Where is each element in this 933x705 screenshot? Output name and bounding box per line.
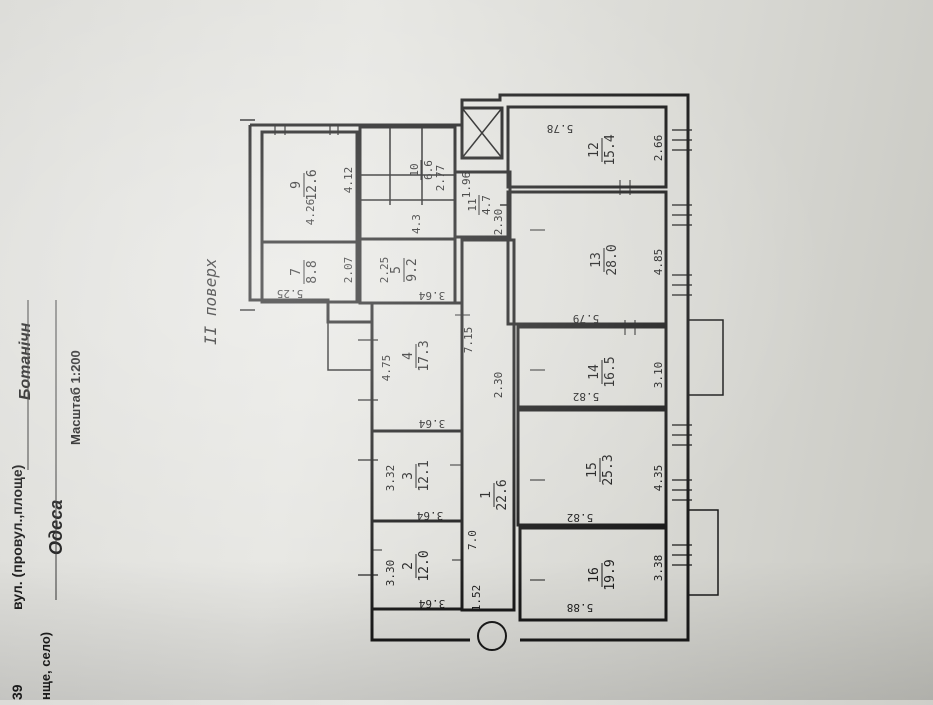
dim-label: 5.82 <box>573 390 600 403</box>
interior-lines <box>240 107 508 311</box>
room-4-area: 17.3 <box>417 340 432 371</box>
room-16-number: 16 <box>587 567 602 583</box>
dim-label: 3.64 <box>416 509 443 522</box>
header-block: вул. (провул.,площе) 39 Ботанічн нще, се… <box>9 322 83 700</box>
room-7-label: 7 8.8 <box>289 260 320 284</box>
dim-label: 2.77 <box>434 165 447 192</box>
room-1-label: 1 22.6 <box>479 479 510 510</box>
room-15-area: 25.3 <box>601 454 616 485</box>
settlement-line: нще, село) <box>38 632 53 700</box>
room-5-number: 5 <box>389 266 404 274</box>
dim-label: 2.25 <box>378 257 391 284</box>
dim-label: 7.0 <box>466 530 479 550</box>
dim-label: 3.10 <box>652 362 665 389</box>
dim-label: 5.88 <box>567 601 594 614</box>
room-9-label: 9 12.6 <box>289 169 320 200</box>
dim-label: 4.35 <box>652 465 665 492</box>
room-14-number: 14 <box>587 364 602 380</box>
dimension-labels: 3.30 3.64 3.32 3.64 4.75 3.64 2.25 3.64 … <box>277 122 665 614</box>
dim-label: 3.30 <box>384 560 397 587</box>
room-5-area: 9.2 <box>405 258 420 281</box>
room-7-number: 7 <box>289 268 304 276</box>
room-3-area: 12.1 <box>417 460 432 491</box>
dim-label: 4.75 <box>380 355 393 382</box>
dim-label: 1.52 <box>470 585 483 612</box>
street-line: вул. (провул.,площе) <box>9 465 25 610</box>
room-9-number: 9 <box>289 181 304 189</box>
dim-label: 5.78 <box>547 122 574 135</box>
dim-label: 3.64 <box>418 417 445 430</box>
scale-label: Масштаб 1:200 <box>68 350 83 445</box>
room-10-area: 6.6 <box>422 160 435 180</box>
dim-label: 3.64 <box>418 597 445 610</box>
dim-label: 4.26 <box>304 199 317 226</box>
room-12-label: 12 15.4 <box>587 134 618 165</box>
dim-label: 2.30 <box>492 372 505 399</box>
room-3-label: 3 12.1 <box>401 460 432 491</box>
dim-label: 5.82 <box>567 511 594 524</box>
street-number: 39 <box>9 684 25 700</box>
dim-label: 5.25 <box>277 287 304 300</box>
dim-label: 7.15 <box>462 327 475 354</box>
dim-label: 4.85 <box>652 249 665 276</box>
room-14-area: 16.5 <box>603 356 618 387</box>
room-5-label: 5 9.2 <box>389 258 420 282</box>
room-labels: 1 22.6 2 12.0 3 12.1 4 17.3 5 9.2 7 8.8 <box>289 134 620 590</box>
room-9-area: 12.6 <box>305 169 320 200</box>
room-10-number: 10 <box>408 163 421 176</box>
dim-label: 4.3 <box>410 214 423 234</box>
room-16-label: 16 19.9 <box>587 559 618 590</box>
room-7-area: 8.8 <box>305 260 320 283</box>
dim-label: 5.79 <box>573 312 600 325</box>
room-11-area: 4.7 <box>480 195 493 215</box>
room-3-number: 3 <box>401 472 416 480</box>
floor-label: II поверх <box>201 258 220 345</box>
stair-marker <box>477 621 507 651</box>
room-1-area: 22.6 <box>495 479 510 510</box>
dim-label: 2.66 <box>652 135 665 162</box>
street-name: Ботанічн <box>17 322 34 400</box>
room-16-area: 19.9 <box>603 559 618 590</box>
room-12-number: 12 <box>587 142 602 158</box>
room-4-label: 4 17.3 <box>401 340 432 371</box>
room-13-number: 13 <box>589 252 604 268</box>
room-1-number: 1 <box>479 491 494 499</box>
dim-label: 4.12 <box>342 167 355 194</box>
room-11-number: 11 <box>466 198 479 211</box>
room-15-number: 15 <box>585 462 600 478</box>
room-2-number: 2 <box>401 562 416 570</box>
dim-label: 1.96 <box>460 172 473 199</box>
room-15-label: 15 25.3 <box>585 454 616 485</box>
dim-label: 3.38 <box>652 555 665 582</box>
dim-label: 3.64 <box>418 289 445 302</box>
room-2-label: 2 12.0 <box>401 550 432 581</box>
room-2-area: 12.0 <box>417 550 432 581</box>
room-14-label: 14 16.5 <box>587 356 618 387</box>
dim-label: 3.32 <box>384 465 397 492</box>
room-13-area: 28.0 <box>605 244 620 275</box>
room-12-area: 15.4 <box>603 134 618 165</box>
room-11-label: 11 4.7 <box>466 195 493 215</box>
dim-label: 2.07 <box>342 257 355 284</box>
room-10-label: 10 6.6 <box>408 160 435 180</box>
dim-label: 2.30 <box>492 209 505 236</box>
room-4-number: 4 <box>401 352 416 360</box>
dimension-ticks <box>372 180 636 581</box>
room-13-label: 13 28.0 <box>589 244 620 275</box>
balconies <box>327 319 724 596</box>
